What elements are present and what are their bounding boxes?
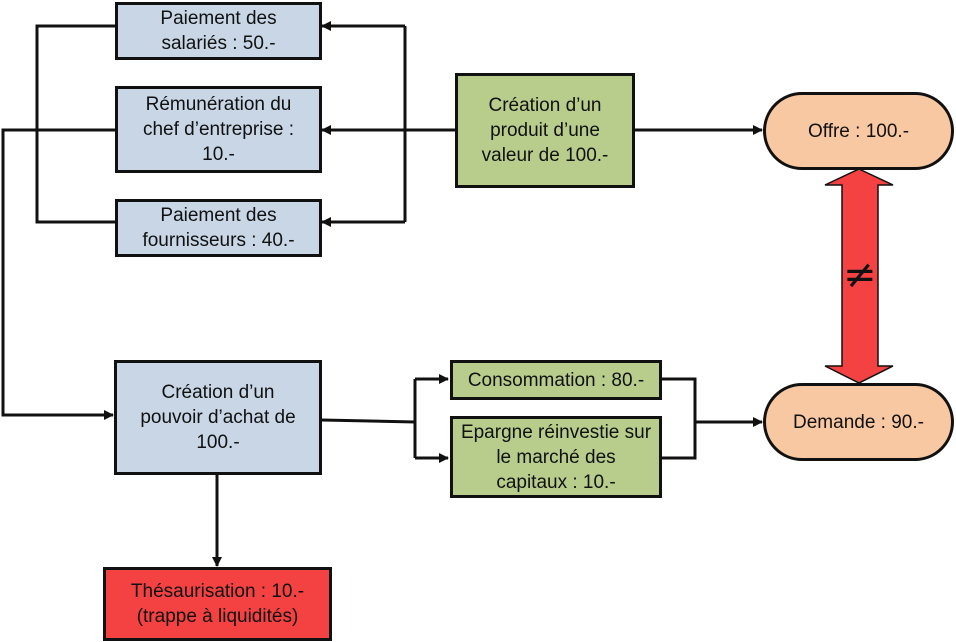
node-thesaurisation: Thésaurisation : 10.- (trappe à liquidit…	[103, 567, 332, 641]
node-paiement-salaries: Paiement des salariés : 50.-	[115, 2, 322, 60]
node-creation-produit: Création d’un produit d’une valeur de 10…	[455, 73, 635, 188]
connector-merge	[660, 377, 697, 460]
node-demande: Demande : 90.-	[763, 383, 954, 461]
node-offre: Offre : 100.-	[763, 92, 954, 170]
connector-pouvoir-split	[321, 418, 416, 424]
node-remuneration-chef: Rémunération du chef d’entreprise : 10.-	[115, 86, 322, 173]
node-paiement-fournisseurs: Paiement des fournisseurs : 40.-	[115, 199, 322, 257]
node-creation-pouvoir-achat: Création d’un pouvoir d’achat de 100.-	[114, 360, 322, 475]
node-consommation: Consommation : 80.-	[450, 360, 662, 400]
node-epargne: Epargne réinvestie sur le marché des cap…	[450, 416, 662, 498]
arrow-chef-to-pouvoir	[1, 128, 115, 420]
connector-salaries-fournisseurs-loop	[35, 24, 115, 224]
not-equal-symbol: ≠	[843, 252, 877, 298]
